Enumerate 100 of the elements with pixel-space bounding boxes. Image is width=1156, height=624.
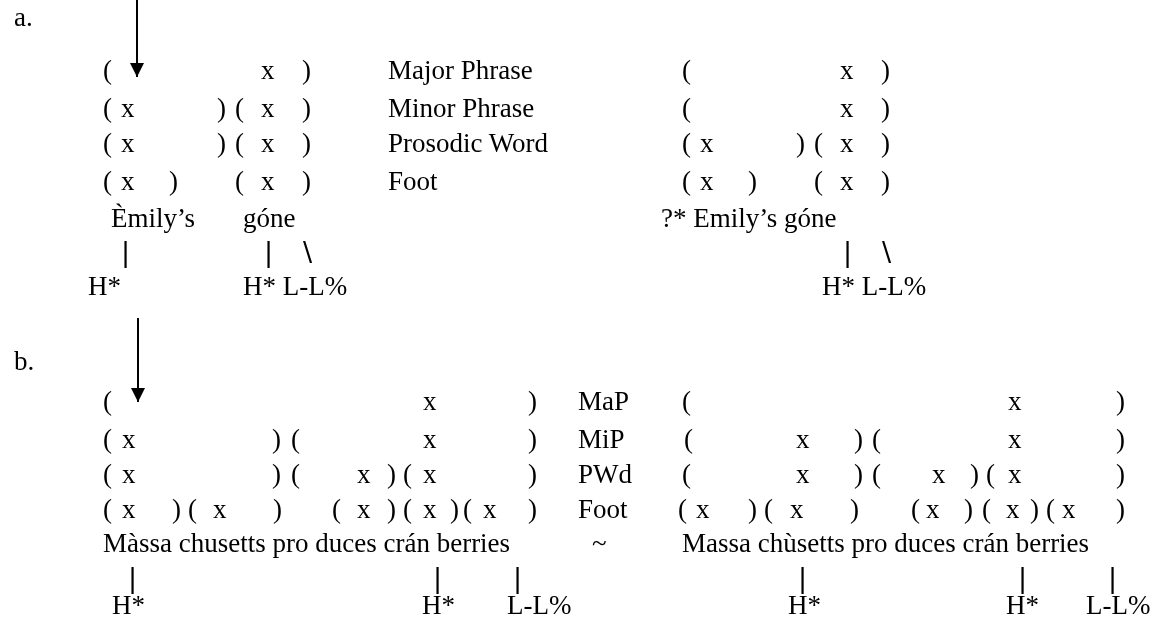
grid-mark: x bbox=[932, 460, 946, 490]
grid-mark: x bbox=[423, 425, 437, 455]
grid-mark: ) bbox=[528, 425, 537, 455]
grid-mark: ( bbox=[103, 425, 112, 455]
grid-mark: ) bbox=[387, 495, 396, 525]
association-line: | bbox=[843, 237, 853, 267]
grid-mark: x bbox=[357, 495, 371, 525]
grid-mark: x bbox=[423, 387, 437, 417]
grid-mark: ) bbox=[850, 495, 859, 525]
grid-mark: ) bbox=[748, 167, 757, 197]
grid-mark: ) bbox=[272, 460, 281, 490]
grid-mark: ( bbox=[291, 460, 300, 490]
grid-mark: ( bbox=[872, 460, 881, 490]
grid-mark: ( bbox=[986, 460, 995, 490]
grid-mark: ( bbox=[1046, 495, 1055, 525]
tier-label: Foot bbox=[388, 167, 438, 197]
sentence: Èmily’s bbox=[111, 204, 195, 234]
grid-mark: ) bbox=[748, 495, 757, 525]
grid-mark: ) bbox=[1116, 425, 1125, 455]
grid-mark: x bbox=[796, 460, 810, 490]
grid-mark: x bbox=[926, 495, 940, 525]
grid-mark: x bbox=[121, 167, 135, 197]
association-line: | bbox=[433, 563, 443, 593]
grid-mark: ( bbox=[103, 56, 112, 86]
tier-label: Foot bbox=[578, 495, 628, 525]
grid-mark: ) bbox=[1116, 387, 1125, 417]
grid-mark: x bbox=[840, 94, 854, 124]
grid-mark: ( bbox=[103, 495, 112, 525]
grid-mark: x bbox=[261, 167, 275, 197]
grid-mark: ) bbox=[273, 495, 282, 525]
grid-mark: ) bbox=[881, 167, 890, 197]
grid-mark: x bbox=[840, 129, 854, 159]
example-letter: b. bbox=[14, 347, 35, 377]
sentence: góne bbox=[243, 204, 296, 234]
grid-mark: x bbox=[700, 167, 714, 197]
tilde-mark: ~ bbox=[592, 529, 607, 559]
grid-mark: ( bbox=[403, 460, 412, 490]
grid-mark: x bbox=[840, 56, 854, 86]
grid-mark: x bbox=[213, 495, 227, 525]
grid-mark: ) bbox=[881, 94, 890, 124]
grid-mark: ) bbox=[854, 460, 863, 490]
grid-mark: ) bbox=[1116, 460, 1125, 490]
grid-mark: ( bbox=[103, 167, 112, 197]
association-line: | bbox=[128, 563, 138, 593]
grid-mark: ) bbox=[854, 425, 863, 455]
grid-mark: ( bbox=[814, 129, 823, 159]
grid-mark: x bbox=[423, 495, 437, 525]
grid-mark: ( bbox=[682, 94, 691, 124]
grid-mark: ( bbox=[332, 495, 341, 525]
association-line: | bbox=[121, 237, 131, 267]
grid-mark: ( bbox=[764, 495, 773, 525]
grid-mark: x bbox=[1008, 387, 1022, 417]
grid-mark: x bbox=[1008, 460, 1022, 490]
grid-mark: ( bbox=[682, 56, 691, 86]
grid-mark: ) bbox=[796, 129, 805, 159]
grid-mark: ( bbox=[103, 387, 112, 417]
sentence: ?* Emily’s góne bbox=[661, 204, 837, 234]
grid-mark: x bbox=[261, 94, 275, 124]
grid-mark: x bbox=[261, 56, 275, 86]
grid-mark: ( bbox=[463, 495, 472, 525]
tone-label: H* bbox=[88, 272, 121, 302]
grid-mark: x bbox=[790, 495, 804, 525]
grid-mark: x bbox=[122, 495, 136, 525]
grid-mark: ) bbox=[302, 167, 311, 197]
grid-mark: ( bbox=[682, 460, 691, 490]
tier-label: PWd bbox=[578, 460, 632, 490]
grid-mark: ( bbox=[678, 495, 687, 525]
grid-mark: ) bbox=[387, 460, 396, 490]
grid-mark: ( bbox=[814, 167, 823, 197]
tier-label: Minor Phrase bbox=[388, 94, 535, 124]
grid-mark: ) bbox=[528, 495, 537, 525]
grid-mark: x bbox=[483, 495, 497, 525]
association-line: | bbox=[264, 237, 274, 267]
grid-mark: ( bbox=[682, 167, 691, 197]
grid-mark: x bbox=[121, 129, 135, 159]
grid-mark: x bbox=[261, 129, 275, 159]
grid-mark: ) bbox=[964, 495, 973, 525]
tone-label: H* L-L% bbox=[822, 272, 927, 302]
tone-label: H* L-L% bbox=[243, 272, 348, 302]
association-line: | bbox=[798, 563, 808, 593]
grid-mark: ( bbox=[235, 94, 244, 124]
grid-mark: x bbox=[122, 425, 136, 455]
association-line: | bbox=[1108, 563, 1118, 593]
grid-mark: ( bbox=[235, 129, 244, 159]
grid-mark: ) bbox=[217, 94, 226, 124]
grid-mark: ) bbox=[172, 495, 181, 525]
grid-mark: ( bbox=[103, 460, 112, 490]
grid-mark: ( bbox=[103, 129, 112, 159]
grid-mark: x bbox=[1006, 495, 1020, 525]
sentence: Màssa chusetts pro duces crán berries bbox=[103, 529, 511, 559]
grid-mark: ) bbox=[169, 167, 178, 197]
grid-mark: x bbox=[121, 94, 135, 124]
association-line: | bbox=[513, 563, 523, 593]
grid-mark: x bbox=[1008, 425, 1022, 455]
association-line: \ bbox=[303, 237, 313, 267]
grid-mark: ( bbox=[982, 495, 991, 525]
grid-mark: ) bbox=[302, 129, 311, 159]
grid-mark: x bbox=[423, 460, 437, 490]
grid-mark: x bbox=[1062, 495, 1076, 525]
grid-mark: ) bbox=[1030, 495, 1039, 525]
